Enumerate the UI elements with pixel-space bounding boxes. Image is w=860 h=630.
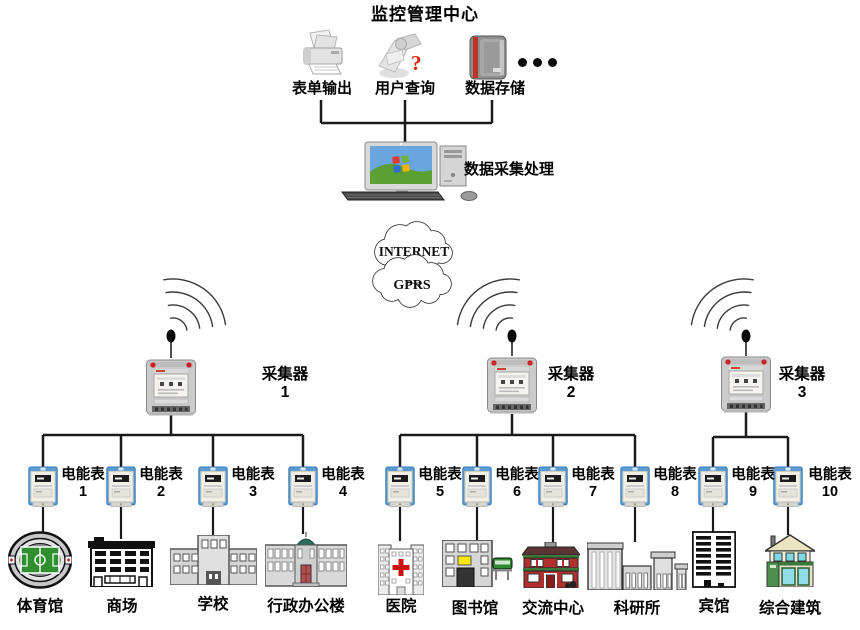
- energy-meter-icon: [385, 466, 415, 508]
- meter-number: 2: [156, 483, 166, 500]
- energy-meter-icon: [198, 466, 228, 508]
- gymnasium-icon: [8, 531, 72, 589]
- meter-name: 电能表: [418, 467, 462, 483]
- meter-number: 6: [512, 483, 522, 500]
- meter-name: 电能表: [61, 467, 105, 483]
- cloud-icon: INTERNET GPRS: [372, 221, 453, 308]
- mall-icon: [88, 537, 155, 587]
- page-title: 监控管理中心: [371, 5, 479, 24]
- meter-building-lines: [41, 506, 790, 544]
- cloud-gprs-label: GPRS: [393, 278, 431, 293]
- meter-name: 电能表: [731, 467, 775, 483]
- building-label-research: 科研所: [613, 600, 661, 617]
- wifi-signal-icon: [456, 278, 520, 331]
- data-storage-icon: [464, 34, 511, 81]
- building-label-mixed-use: 综合建筑: [758, 600, 821, 617]
- energy-meter-icon: [288, 466, 318, 508]
- collector-device-icon: [145, 357, 197, 417]
- meter-number: 5: [435, 483, 445, 500]
- group1-bus-lines: [41, 415, 305, 467]
- group3-bus-lines: [711, 412, 790, 467]
- energy-meter-icon: [28, 466, 58, 508]
- collector-label: 采集器 3: [762, 366, 842, 402]
- energy-meter-icon: [538, 466, 568, 508]
- collector-number: 3: [797, 383, 807, 401]
- exchange-center-icon: [522, 542, 580, 588]
- collector-name: 采集器: [547, 366, 595, 383]
- energy-meter-icon: [106, 466, 136, 508]
- meter-name: 电能表: [495, 467, 539, 483]
- building-label-mall: 商场: [106, 598, 138, 615]
- meter-name: 电能表: [231, 467, 275, 483]
- wifi-signal-icon: [690, 278, 754, 331]
- library-icon: [442, 540, 513, 587]
- collector-label: 采集器 1: [245, 366, 325, 402]
- antenna-icon: [166, 329, 751, 358]
- meter-name: 电能表: [139, 467, 183, 483]
- building-label-library: 图书馆: [451, 600, 499, 617]
- wifi-signal-icon: [163, 278, 227, 331]
- hospital-icon: [378, 539, 424, 595]
- module-label-user-query: 用户查询: [374, 80, 435, 97]
- meter-number: 1: [78, 483, 88, 500]
- meter-number: 7: [588, 483, 598, 500]
- server-label: 数据采集处理: [464, 161, 555, 178]
- building-label-admin: 行政办公楼: [267, 598, 345, 615]
- building-label-hotel: 宾馆: [698, 598, 730, 615]
- collector-label: 采集器 2: [531, 366, 611, 402]
- meter-number: 10: [821, 483, 839, 500]
- research-institute-icon: [587, 540, 688, 590]
- meter-name: 电能表: [808, 467, 852, 483]
- admin-building-icon: [265, 532, 347, 587]
- ellipsis-dots-icon: [518, 58, 557, 67]
- module-label-report-output: 表单输出: [291, 80, 352, 97]
- cloud-internet-label: INTERNET: [379, 244, 450, 259]
- building-label-exchange-center: 交流中心: [521, 600, 584, 617]
- meter-name: 电能表: [653, 467, 697, 483]
- collector-name: 采集器: [778, 366, 826, 383]
- meter-number: 3: [248, 483, 258, 500]
- building-label-gymnasium: 体育馆: [16, 598, 64, 615]
- printer-icon: [300, 30, 346, 80]
- question-mark: ?: [411, 51, 422, 75]
- meter-number: 8: [670, 483, 680, 500]
- collector-name: 采集器: [261, 366, 309, 383]
- group2-bus-lines: [398, 414, 637, 467]
- school-icon: [170, 535, 257, 585]
- energy-meter-icon: [620, 466, 650, 508]
- building-label-school: 学校: [197, 596, 229, 613]
- collector-number: 1: [280, 383, 290, 401]
- meter-name: 电能表: [571, 467, 615, 483]
- hotel-icon: [692, 531, 736, 588]
- collector-number: 2: [566, 383, 576, 401]
- top-bus-lines: [319, 100, 494, 146]
- meter-number: 9: [748, 483, 758, 500]
- user-query-icon: ?: [374, 32, 426, 80]
- meter-number: 4: [338, 483, 348, 500]
- energy-meter-icon: [462, 466, 492, 508]
- desktop-computer-icon: [340, 140, 480, 202]
- meter-name: 电能表: [321, 467, 365, 483]
- mixed-use-building-icon: [765, 533, 815, 587]
- building-label-hospital: 医院: [385, 598, 417, 615]
- module-label-data-storage: 数据存储: [464, 80, 525, 97]
- energy-meter-icon: [698, 466, 728, 508]
- energy-meter-icon: [773, 466, 803, 508]
